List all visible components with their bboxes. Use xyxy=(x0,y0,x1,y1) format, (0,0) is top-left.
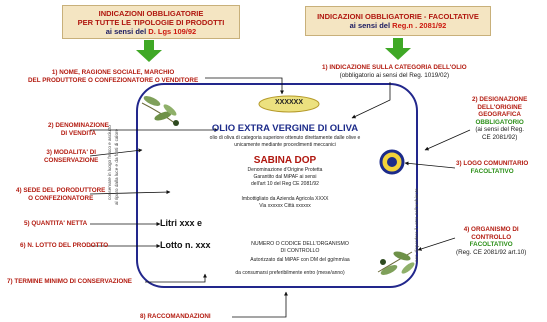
brand-oval xyxy=(258,95,320,113)
right-label-1-category: 1) INDICAZIONE SULLA CATEGORIA DELL'OLIO… xyxy=(322,64,467,79)
header-left-prefix: ai sensi del xyxy=(105,27,149,36)
right-label-4-line2: CONTROLLO xyxy=(471,233,512,241)
header-left-line2: PER TUTTE LE TIPOLOGIE DI PRODOTTI xyxy=(77,18,225,27)
label-3-line1: 3) MODALITA' DI xyxy=(46,149,96,156)
right-label-1-line2: (obbligatorio ai sensi del Reg. 1019/02) xyxy=(339,71,450,79)
bottler-line-1: Imbottigliato da Azienda Agricola XXXX xyxy=(241,196,329,202)
label-4-line1: 4) SEDE DEL PORODUTTORE xyxy=(16,187,106,194)
header-mandatory-optional: INDICAZIONI OBBLIGATORIE - FACOLTATIVE a… xyxy=(305,6,491,36)
header-right-prefix: ai sensi del xyxy=(349,21,393,30)
header-right-line1: INDICAZIONI OBBLIGATORIE - FACOLTATIVE xyxy=(317,12,479,21)
label-6-lot: 6) N. LOTTO DEL PRODOTTO xyxy=(20,242,109,249)
label-1-line2: DEL PRODUTTORE O CONFEZIONATORE O VENDIT… xyxy=(28,76,199,84)
right-label-4-control-body: 4) ORGANISMO DI CONTROLLO FACOLTATIVO (R… xyxy=(456,226,526,256)
right-label-2-line1: 2) DESIGNAZIONE xyxy=(472,96,528,103)
control-body-line-1: NUMERO O CODICE DELL'ORGANISMO xyxy=(251,241,349,247)
label-connectors xyxy=(89,77,471,318)
product-description-2: unicamente mediante procedimenti meccani… xyxy=(234,142,336,148)
right-label-3-line2: FACOLTATIVO xyxy=(470,167,514,175)
right-label-2-line5: (ai sensi del Reg. xyxy=(475,126,524,134)
control-body-line-2: DI CONTROLLO xyxy=(280,248,320,254)
right-label-2-line4: OBBLIGATORIO xyxy=(475,118,524,126)
right-label-4-line4: (Reg. CE 2081/92 art.10) xyxy=(456,248,527,256)
right-label-3-line1: 3) LOGO COMUNITARIO xyxy=(456,160,529,167)
label-3-storage: 3) MODALITA' DI CONSERVAZIONE xyxy=(44,149,98,164)
right-label-4-line3: FACOLTATIVO xyxy=(469,241,513,249)
right-label-2-line6: CE 2081/92) xyxy=(481,133,518,141)
dop-line-3: dell'art 10 del Reg CE 2081/92 xyxy=(251,181,319,187)
green-arrow-left xyxy=(136,40,162,62)
header-right-line2: ai sensi del Reg.n . 2081/92 xyxy=(310,21,486,30)
quantity-text: Litri xxx e xyxy=(160,218,203,228)
dop-title: SABINA DOP xyxy=(253,155,317,166)
green-arrow-right xyxy=(385,38,411,60)
right-label-1-line1: 1) INDICAZIONE SULLA CATEGORIA DELL'OLIO xyxy=(322,64,467,71)
label-3-line2: CONSERVAZIONE xyxy=(44,156,99,164)
brand-text: XXXXXX xyxy=(274,99,303,106)
dop-line-1: Denominazione d'Origine Protetta xyxy=(247,167,323,173)
label-1-line1: 1) NOME, RAGIONE SOCIALE, MARCHIO xyxy=(51,69,175,76)
best-before-text: da consumarsi preferibilmente entro (mes… xyxy=(235,270,345,276)
label-4-line2: O CONFEZIONATORE xyxy=(28,194,94,202)
right-label-2-origin: 2) DESIGNAZIONE DELL'ORIGINE GEOGRAFICA … xyxy=(472,96,527,142)
control-body-line-3: Autorizzato dal MiPAF con DM del gg/mm/a… xyxy=(250,257,350,263)
label-8-recommendations: 8) RACCOMANDAZIONI xyxy=(140,313,211,320)
olive-branch-bottom-right-icon xyxy=(377,251,415,275)
label-2-line2: DI VENDITA xyxy=(60,129,97,137)
product-description-1: olio di oliva di categoria superiore ott… xyxy=(209,135,361,141)
label-1-producer: 1) NOME, RAGIONE SOCIALE, MARCHIO DEL PR… xyxy=(28,69,198,84)
right-label-2-line2: DELL'ORIGINE xyxy=(477,103,522,111)
header-left-line3: ai sensi del D. Lgs 109/92 xyxy=(67,27,235,36)
bottler-line-2: Via xxxxxx Città xxxxxx xyxy=(259,203,311,209)
header-left-ref: D. Lgs 109/92 xyxy=(148,27,197,36)
product-label xyxy=(136,83,418,288)
label-2-line1: 2) DENOMINAZIONE xyxy=(48,122,109,129)
label-5-quantity: 5) QUANTITA' NETTA xyxy=(24,220,88,227)
right-label-4-line1: 4) ORGANISMO DI xyxy=(463,226,519,233)
dop-line-2: Garantito dal MiPAF ai sensi xyxy=(253,174,317,180)
label-7-min-term: 7) TERMINE MINIMO DI CONSERVAZIONE xyxy=(7,278,133,285)
eu-dop-logo-icon xyxy=(379,149,405,175)
header-right-ref: Reg.n . 2081/92 xyxy=(392,21,447,30)
lot-text: Lotto n. xxx xyxy=(160,240,211,250)
olive-branch-top-left-icon xyxy=(141,96,179,126)
label-4-headquarters: 4) SEDE DEL PORODUTTORE O CONFEZIONATORE xyxy=(16,187,105,202)
storage-note-vertical-2: al riparo dalla luce e da fonti di calor… xyxy=(114,128,119,205)
right-label-2-line3: GEOGRAFICA xyxy=(478,111,521,119)
header-mandatory-all: INDICAZIONI OBBLIGATORIE PER TUTTE LE TI… xyxy=(62,5,240,39)
recycle-note-vertical: non disperdere il vetro nell'ambiente xyxy=(414,188,419,262)
label-2-sales-name: 2) DENOMINAZIONE DI VENDITA xyxy=(48,122,109,137)
product-title: OLIO EXTRA VERGINE DI OLIVA xyxy=(211,123,359,134)
header-left-line1: INDICAZIONI OBBLIGATORIE xyxy=(98,9,204,18)
right-label-3-eu-logo: 3) LOGO COMUNITARIO FACOLTATIVO xyxy=(456,160,528,175)
